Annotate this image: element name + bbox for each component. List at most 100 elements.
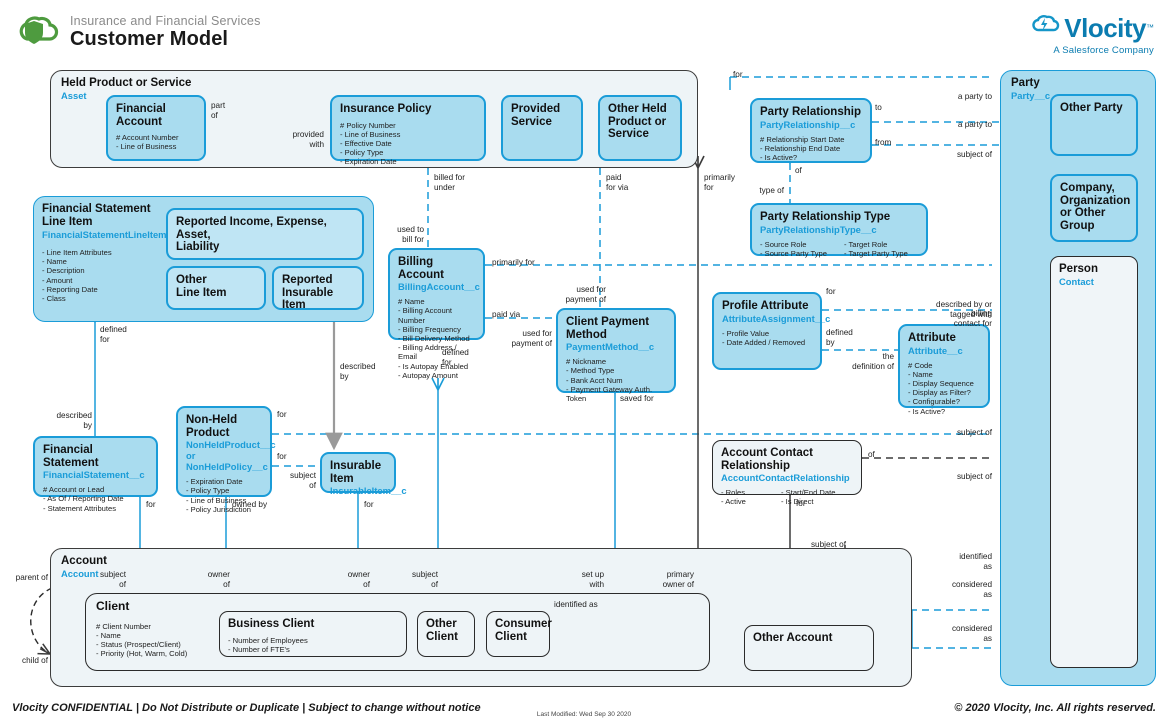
entity-person[interactable]: Person Contact xyxy=(1050,256,1138,668)
label-parent-of: parent of xyxy=(15,573,48,582)
fsli-api: FinancialStatementLineItem__c xyxy=(42,229,183,240)
title-line: Other xyxy=(426,618,457,630)
fsli-title: Financial Statement Line Item xyxy=(42,203,172,229)
attr: - Configurable? xyxy=(908,397,960,407)
entity-other-held-product-or-service[interactable]: Other Held Product or Service xyxy=(598,95,682,161)
attr: - Active xyxy=(721,497,746,507)
entity-party-relationship[interactable]: Party Relationship PartyRelationship__c … xyxy=(750,98,872,163)
attr: - Line of Business xyxy=(340,129,401,139)
title-line: Product or xyxy=(608,115,667,128)
entity-financial-statement[interactable]: Financial Statement FinancialStatement__… xyxy=(33,436,158,513)
entity-party-relationship-type[interactable]: Party Relationship Type PartyRelationshi… xyxy=(750,203,928,258)
non-held-product-attrs: - Expiration Date - Policy Type - Line o… xyxy=(186,477,262,514)
label-for-profile-attribute: for xyxy=(826,287,836,296)
entity-other-line-item[interactable]: Other Line Item xyxy=(166,266,266,310)
attr: # Nickname xyxy=(566,357,607,367)
attr: - Bill Delivery Method xyxy=(398,334,470,343)
label-primarily-for-ba: primarily for xyxy=(492,258,535,267)
label-used-for-payment-of-2: used for payment of xyxy=(511,329,552,348)
attr: - Is Autopay Enabled xyxy=(398,361,469,371)
label-considered-as-2: considered as xyxy=(951,624,992,643)
entity-provided-service[interactable]: Provided Service xyxy=(501,95,583,161)
label-owner-of-2: owner of xyxy=(347,570,370,589)
label-described-by-or-tagged-with: described by or tagged with xyxy=(936,300,992,319)
party-relationship-type-title: Party Relationship Type xyxy=(760,211,891,223)
label-set-up-with: set up with xyxy=(581,570,604,589)
entity-insurable-item[interactable]: Insurable Item InsurableItem__c xyxy=(320,452,407,496)
insurable-item-title: Insurable Item xyxy=(330,460,382,485)
page-subtitle: Insurance and Financial Services xyxy=(70,14,261,28)
acr-attrs: - Roles - Active - Start/End Date - Is D… xyxy=(721,488,853,506)
title-line: Financial Statement xyxy=(42,203,151,215)
entity-other-client[interactable]: Other Client xyxy=(417,611,475,657)
financial-statement-title: Financial Statement xyxy=(43,444,99,469)
attr: - Billing Address / Email xyxy=(398,343,457,362)
client-payment-method-attrs: # Nickname - Method Type - Bank Acct Num… xyxy=(566,357,666,403)
attr: - Policy Type xyxy=(186,486,230,496)
attr: # Account Number xyxy=(116,133,179,143)
entity-financial-account[interactable]: Financial Account # Account Number - Lin… xyxy=(106,95,206,161)
vlocity-cloud-shield-icon xyxy=(12,14,60,50)
label-subject-of-top: subject of xyxy=(956,150,992,159)
attr: - Method Type xyxy=(566,366,615,376)
label-saved-for: saved for xyxy=(620,394,654,403)
party-api: Party__c xyxy=(1011,90,1051,101)
title-line: Company, xyxy=(1060,182,1115,194)
attr: - Amount xyxy=(42,275,73,285)
label-used-for-payment-of-1: used for payment of xyxy=(565,285,606,304)
entity-other-account[interactable]: Other Account xyxy=(744,625,874,671)
consumer-client-title: Consumer Client xyxy=(495,618,552,643)
entity-account-contact-relationship[interactable]: Account Contact Relationship AccountCont… xyxy=(712,440,862,506)
title-line: Line Item xyxy=(42,216,93,228)
other-account-title: Other Account xyxy=(753,632,833,644)
entity-consumer-client[interactable]: Consumer Client xyxy=(486,611,552,657)
acr-api: AccountContactRelationship xyxy=(721,472,850,484)
label-identified-as-top: identified as xyxy=(959,552,992,571)
label-from: from xyxy=(875,138,892,147)
label-defined-by: defined by xyxy=(826,328,853,347)
entity-insurance-policy[interactable]: Insurance Policy # Policy Number - Line … xyxy=(330,95,486,166)
account-api: Account xyxy=(61,568,99,579)
label-primary-owner-of: primary owner of xyxy=(662,570,694,589)
entity-reported-insurable-item[interactable]: Reported Insurable Item xyxy=(272,266,364,311)
label-part-of: part of xyxy=(211,101,226,120)
attr: - Date Added / Removed xyxy=(722,337,806,347)
party-relationship-api: PartyRelationship__c xyxy=(760,118,856,130)
attr: # Relationship Start Date xyxy=(760,134,845,144)
api-line: NonHeldProduct__c xyxy=(186,439,276,451)
entity-non-held-product[interactable]: Non-Held Product NonHeldProduct__c or No… xyxy=(176,406,276,514)
business-client-title: Business Client xyxy=(228,618,315,630)
other-held-title: Other Held Product or Service xyxy=(608,103,672,141)
footer-last-modified: Last Modified: Wed Sep 30 2020 xyxy=(536,711,632,718)
profile-attribute-api: AttributeAssignment__c xyxy=(722,312,831,324)
entity-other-party[interactable]: Other Party xyxy=(1050,94,1138,156)
entity-billing-account[interactable]: Billing Account BillingAccount__c # Name… xyxy=(388,248,485,380)
label-to: to xyxy=(875,103,882,112)
label-for-non-held-1: for xyxy=(277,410,287,419)
vlocity-tagline: A Salesforce Company xyxy=(1053,45,1154,56)
attr: - Expiration Date xyxy=(340,157,397,167)
entity-reported-income-expense-asset-liability[interactable]: Reported Income, Expense, Asset, Liabili… xyxy=(166,208,364,260)
entity-profile-attribute[interactable]: Profile Attribute AttributeAssignment__c… xyxy=(712,292,831,370)
acr-title: Account Contact Relationship xyxy=(721,447,813,472)
attr: # Code xyxy=(908,360,933,370)
held-product-api: Asset xyxy=(61,90,87,101)
insurance-policy-attrs: # Policy Number - Line of Business - Eff… xyxy=(340,121,476,167)
attr: - Autopay Amount xyxy=(398,370,458,380)
insurance-policy-title: Insurance Policy xyxy=(340,103,432,115)
billing-account-title: Billing Account xyxy=(398,256,444,281)
entity-client-payment-method[interactable]: Client Payment Method PaymentMethod__c #… xyxy=(556,308,676,403)
fsli-attrs: - Line Item Attributes - Name - Descript… xyxy=(42,248,172,303)
title-line: Other xyxy=(176,274,207,286)
attr: - Payment Gateway Auth. Token xyxy=(566,384,653,403)
attr: # Name xyxy=(398,297,425,307)
entity-company-organization-or-other-group[interactable]: Company, Organization or Other Group xyxy=(1050,174,1138,242)
attr: - Is Active? xyxy=(760,153,798,162)
vlocity-wordmark: Vlocity xyxy=(1064,12,1146,43)
entity-business-client[interactable]: Business Client - Number of Employees - … xyxy=(219,611,407,657)
attribute-api: Attribute__c xyxy=(908,344,963,356)
entity-attribute[interactable]: Attribute Attribute__c # Code - Name - D… xyxy=(898,324,990,416)
label-paid-via: paid via xyxy=(492,310,521,319)
label-paid-for-via: paid for via xyxy=(606,173,629,192)
label-owner-of-1: owner of xyxy=(207,570,230,589)
